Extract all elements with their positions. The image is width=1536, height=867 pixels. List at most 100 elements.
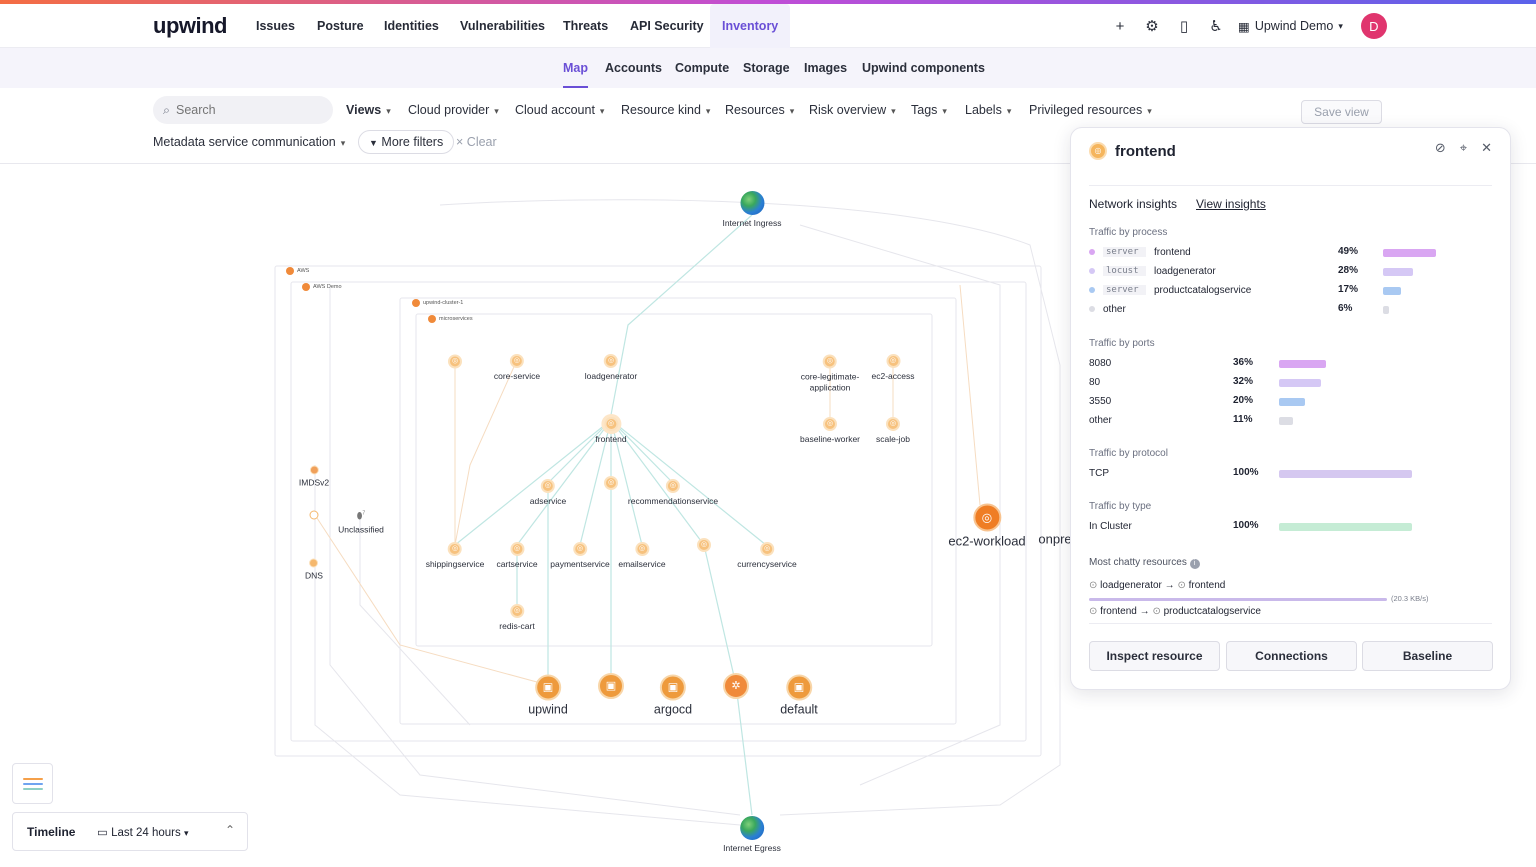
save-view-button[interactable]: Save view: [1301, 100, 1382, 124]
timeline-bar: Timeline ▭ Last 24 hours ▾ ⌃: [12, 812, 248, 851]
close-icon[interactable]: ✕: [1481, 140, 1492, 155]
workload-node-unnamed[interactable]: ◎: [448, 354, 462, 372]
namespace-node-unnamed[interactable]: ▣: [598, 673, 624, 699]
metric-row: 3550: [1089, 394, 1111, 408]
tab-images[interactable]: Images: [804, 61, 848, 75]
org-selector[interactable]: ▦ Upwind Demo ▾: [1238, 19, 1343, 34]
workload-node-baseline-worker[interactable]: ◎baseline-worker: [800, 417, 860, 445]
chevron-up-icon[interactable]: ⌃: [224, 823, 235, 837]
chatty-rate-bar: [1089, 598, 1387, 601]
metric-percent: 17%: [1338, 284, 1359, 295]
workload-icon: ◎: [635, 542, 649, 556]
workload-icon: ⊙: [1177, 580, 1186, 591]
globe-icon: [739, 816, 764, 840]
service-node-imdsv2[interactable]: IMDSv2: [299, 465, 329, 489]
workload-icon: ◎: [604, 354, 618, 368]
tab-map[interactable]: Map: [563, 48, 588, 88]
service-icon: [309, 558, 319, 568]
plus-icon[interactable]: +: [1115, 17, 1125, 35]
internet-egress-node[interactable]: Internet Egress: [723, 816, 781, 854]
nav-identities[interactable]: Identities: [384, 19, 439, 33]
workload-node-core-service[interactable]: ◎core-service: [494, 354, 540, 382]
legend-button[interactable]: [12, 763, 53, 804]
more-filters-button[interactable]: ▼ More filters: [358, 130, 455, 154]
filter-views[interactable]: Views▾: [346, 103, 391, 117]
metric-row: other: [1089, 413, 1112, 427]
nav-threats[interactable]: Threats: [563, 19, 609, 33]
workload-node-adservice[interactable]: ◎adservice: [530, 479, 566, 507]
timeline-range-select[interactable]: ▭ Last 24 hours ▾: [97, 827, 189, 839]
info-icon[interactable]: i: [1189, 559, 1200, 569]
upwind-logo[interactable]: upwind: [153, 13, 227, 38]
nav-api-security[interactable]: API Security: [630, 19, 704, 33]
onprem-node[interactable]: onpre: [1038, 531, 1072, 547]
workload-node-currencyservice[interactable]: ◎currencyservice: [737, 542, 797, 570]
metric-name: In Cluster: [1089, 520, 1132, 532]
frame-label-namespace[interactable]: microservices: [428, 315, 473, 323]
workload-node-unnamed-3[interactable]: ◎: [697, 538, 711, 552]
frame-label-account[interactable]: AWS Demo: [302, 283, 342, 291]
tab-storage[interactable]: Storage: [743, 61, 790, 75]
workload-node-unnamed-2[interactable]: ◎: [604, 476, 618, 490]
namespace-node-unnamed-2[interactable]: ✲: [723, 673, 749, 699]
user-avatar[interactable]: D: [1360, 13, 1387, 39]
ec2-workload-node[interactable]: ◎ec2-workload: [948, 503, 1026, 548]
filter-tags[interactable]: Tags▾: [911, 103, 947, 117]
search-box[interactable]: ⌕: [153, 96, 333, 124]
workload-node-frontend[interactable]: ◎frontend: [595, 417, 627, 445]
baseline-button[interactable]: Baseline: [1362, 641, 1493, 671]
internet-ingress-node[interactable]: Internet Ingress: [722, 191, 782, 229]
nav-issues[interactable]: Issues: [256, 19, 295, 33]
hide-icon[interactable]: ⊘: [1434, 140, 1446, 155]
workload-node-loadgenerator[interactable]: ◎loadgenerator: [585, 354, 637, 382]
nav-vulnerabilities[interactable]: Vulnerabilities: [460, 19, 545, 33]
filter-cloud-account[interactable]: Cloud account▾: [515, 103, 605, 117]
location-pin-icon: ⬮7: [356, 510, 366, 521]
nav-inventory[interactable]: Inventory: [710, 4, 791, 48]
workload-node-cartservice[interactable]: ◎cartservice: [496, 542, 538, 570]
namespace-node-default[interactable]: ▣default: [780, 674, 818, 716]
process-tag: server: [1103, 285, 1146, 295]
chatty-row[interactable]: ⊙ frontend → ⊙ productcatalogservice: [1089, 606, 1261, 617]
legend-icon: [22, 787, 43, 790]
service-node-dns[interactable]: DNS: [305, 558, 323, 582]
namespace-node-argocd[interactable]: ▣argocd: [654, 674, 692, 716]
filter-metadata-service[interactable]: Metadata service communication▾: [153, 135, 346, 149]
tab-network-insights[interactable]: Network insights: [1089, 197, 1178, 211]
workload-node-scale-job[interactable]: ◎scale-job: [876, 417, 910, 445]
workload-node-core-legitimate-application[interactable]: ◎core-legitimate-application: [801, 354, 859, 394]
gear-icon[interactable]: ⚙: [1145, 18, 1159, 35]
view-insights-link[interactable]: View insights: [1196, 197, 1266, 211]
tab-upwind-components[interactable]: Upwind components: [862, 61, 985, 75]
filter-labels[interactable]: Labels▾: [965, 103, 1012, 117]
workload-node-emailservice[interactable]: ◎emailservice: [618, 542, 666, 570]
filter-resource-kind[interactable]: Resource kind▾: [621, 103, 711, 117]
frame-label-cluster[interactable]: upwind-cluster-1: [412, 299, 463, 307]
resource-map[interactable]: AWS AWS Demo upwind-cluster-1 microservi…: [0, 165, 1536, 867]
chatty-row[interactable]: ⊙ loadgenerator → ⊙ frontend: [1089, 580, 1226, 591]
book-icon[interactable]: ▯: [1179, 18, 1189, 35]
clear-filters-button[interactable]: × Clear: [456, 135, 497, 149]
accessibility-icon[interactable]: ♿: [1209, 18, 1223, 35]
connections-button[interactable]: Connections: [1226, 641, 1357, 671]
namespace-node-upwind[interactable]: ▣upwind: [528, 674, 568, 716]
workload-node-shippingservice[interactable]: ◎shippingservice: [426, 542, 484, 570]
workload-node-recommendationservice[interactable]: ◎recommendationservice: [628, 479, 718, 507]
workload-node-ec2-access[interactable]: ◎ec2-access: [872, 354, 915, 382]
clock-node[interactable]: [309, 510, 319, 520]
nav-posture[interactable]: Posture: [317, 19, 364, 33]
search-input[interactable]: [176, 103, 317, 117]
filter-resources[interactable]: Resources▾: [725, 103, 795, 117]
filter-privileged-resources[interactable]: Privileged resources▾: [1029, 103, 1152, 117]
frame-label-aws[interactable]: AWS: [286, 267, 309, 275]
workload-node-redis-cart[interactable]: ◎redis-cart: [499, 604, 535, 632]
process-tag: locust: [1103, 266, 1146, 276]
focus-icon[interactable]: ⌖: [1459, 140, 1468, 155]
filter-risk-overview[interactable]: Risk overview▾: [809, 103, 896, 117]
tab-accounts[interactable]: Accounts: [605, 61, 662, 75]
tab-compute[interactable]: Compute: [675, 61, 730, 75]
workload-node-paymentservice[interactable]: ◎paymentservice: [550, 542, 610, 570]
filter-cloud-provider[interactable]: Cloud provider▾: [408, 103, 499, 117]
inspect-resource-button[interactable]: Inspect resource: [1089, 641, 1220, 671]
